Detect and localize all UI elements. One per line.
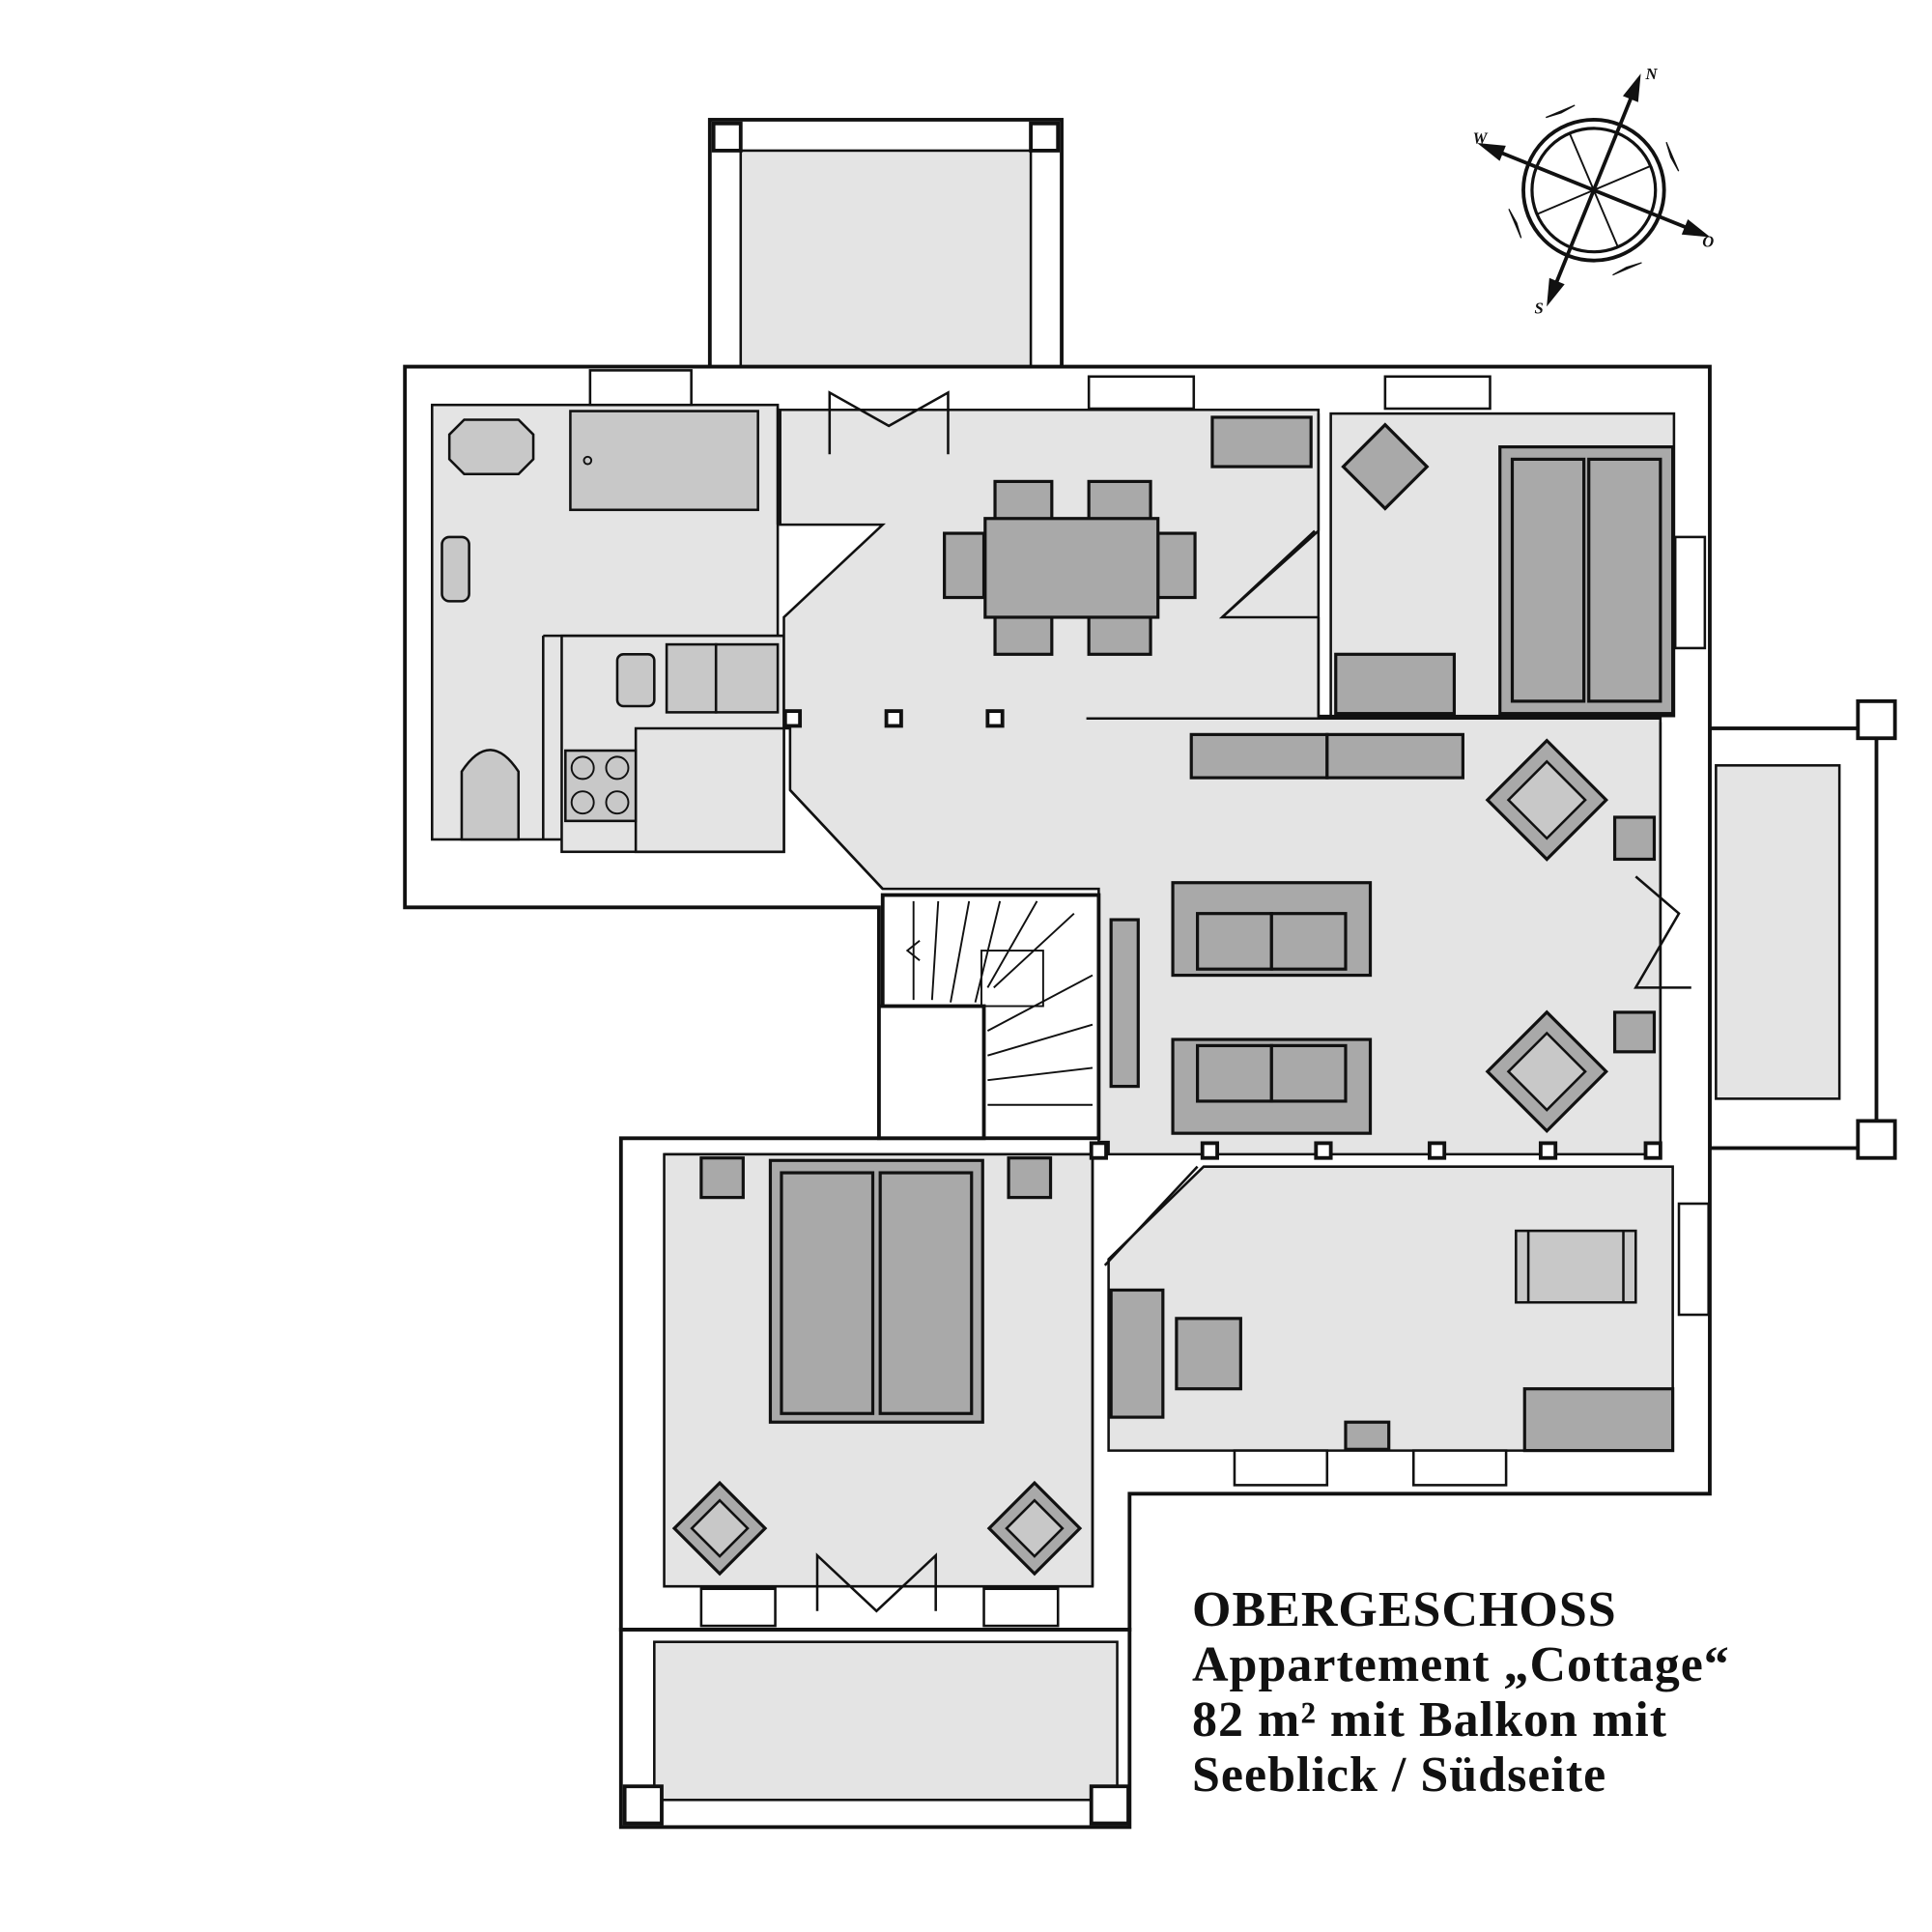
staircase xyxy=(876,893,1101,1141)
compass-west-label: W xyxy=(1473,128,1489,147)
compass-south-label: S xyxy=(1534,299,1543,318)
caption-floor-title: OBERGESCHOSS xyxy=(1192,1582,1617,1637)
dining-set xyxy=(943,479,1197,656)
stove xyxy=(564,749,638,823)
toilet xyxy=(460,749,521,841)
columns xyxy=(782,709,1662,1160)
bathtub xyxy=(569,410,759,512)
living-furniture xyxy=(1109,732,1657,1135)
caption-area: 82 m² mit Balkon mit xyxy=(1192,1692,1668,1747)
bedroom-south-furniture xyxy=(671,1156,1083,1577)
dining-table xyxy=(983,517,1160,619)
kitchen-sink xyxy=(615,653,656,708)
desk xyxy=(1515,1229,1637,1304)
compass-rose-icon: N W O S xyxy=(1473,65,1715,318)
south-balcony xyxy=(618,1627,1132,1830)
windows xyxy=(588,369,1710,1628)
bathroom-fixtures xyxy=(440,410,759,841)
study-furniture xyxy=(1109,1229,1675,1453)
kitchen-fixtures xyxy=(564,642,780,823)
bedroom-north-furniture xyxy=(1210,415,1675,716)
north-balcony xyxy=(707,118,1064,373)
compass-east-label: O xyxy=(1702,233,1714,251)
doors xyxy=(788,390,1691,1613)
interior-walls xyxy=(542,407,1662,1587)
caption-view: Seeblick / Südseite xyxy=(1192,1747,1607,1803)
plan-caption: OBERGESCHOSS Appartement „Cottage“ 82 m²… xyxy=(1192,1582,1730,1803)
east-balcony xyxy=(1708,698,1897,1160)
compass-north-label: N xyxy=(1645,65,1659,83)
caption-apartment-name: Appartement „Cottage“ xyxy=(1192,1637,1730,1692)
washbasin xyxy=(447,418,535,476)
